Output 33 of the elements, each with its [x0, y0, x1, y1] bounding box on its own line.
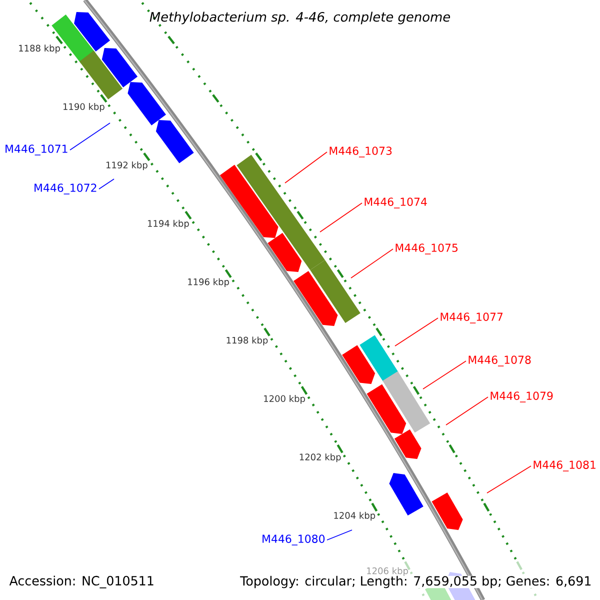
gene-label: M446_1072 [34, 184, 96, 194]
scale-label: 1192 kbp [106, 161, 148, 170]
gene-label: M446_1075 [396, 244, 458, 254]
gene-label: M446_1079 [490, 392, 553, 402]
scale-label: 1188 kbp [19, 44, 60, 54]
gene-label: M446_1071 [6, 144, 68, 156]
leader-line [320, 202, 362, 232]
leader-line [394, 318, 438, 346]
gene-label: M446_1081 [534, 460, 596, 472]
genome-summary-text: Topology: circular; Length: 7,659,055 bp; Genes: 6,691 [240, 576, 592, 588]
leader-line [422, 360, 466, 390]
leader-line [98, 178, 114, 190]
gene-label: M446_1080 [262, 534, 325, 546]
gene-label: M446_1074 [364, 198, 427, 208]
scale-label: 1190 kbp [64, 103, 104, 112]
scale-label: 1206 kbp [367, 567, 408, 576]
scale-label: 1200 kbp [264, 395, 305, 404]
scale-label: 1196 kbp [188, 278, 229, 287]
gene-label: M446_1078 [468, 356, 531, 366]
scale-label: 1204 kbp [334, 512, 376, 521]
scale-label: 1194 kbp [148, 220, 189, 229]
leader-line [486, 466, 532, 494]
scale-label: 1202 kbp [300, 453, 341, 462]
leader-line [284, 152, 328, 184]
leader-line [446, 396, 488, 426]
title: Methylobacterium sp. 4-46, complete genome [150, 12, 450, 24]
leader-line [350, 248, 394, 278]
scale-label: 1198 kbp [226, 336, 268, 346]
accession-text: Accession: NC_010511 [9, 576, 154, 588]
leader-line [70, 122, 110, 150]
leader-line [326, 530, 352, 540]
gene-label: M446_1077 [440, 312, 503, 324]
gene-label: M446_1073 [330, 146, 392, 158]
